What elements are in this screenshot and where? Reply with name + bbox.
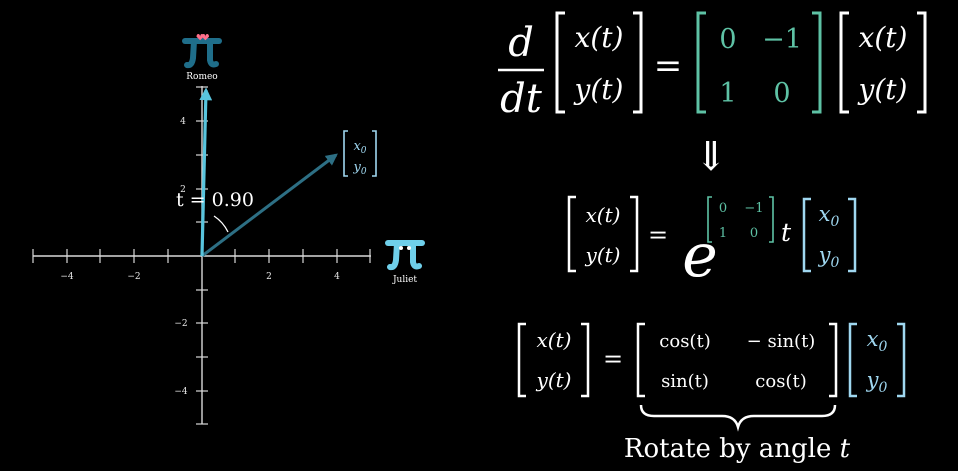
phase-plot: −4 −2 2 4 4 2 −2 −4 t = 0.90 [32,34,425,425]
romeo-label: Romeo [186,72,217,82]
ode-d: d [508,20,534,66]
initial-vector-x0: x0 [353,139,366,156]
ode-rhs-x: x(t) [859,21,908,54]
rot-y0: y0 [866,368,888,396]
y-tick-label: −4 [174,387,188,397]
ode-rhs-y: y(t) [857,73,908,106]
exp-lhs-y: y(t) [585,243,621,267]
ode-dt: dt [500,76,543,122]
x-tick-label: 4 [334,272,340,282]
exp-lhs-x: x(t) [586,203,621,227]
y-tick-label: −2 [174,319,187,329]
initial-vector-label: x0 y0 [343,130,377,177]
pi-creature-juliet-icon [385,240,425,271]
implies-arrow: ⇓ [694,134,728,180]
rot-matrix-01: − sin(t) [747,331,816,352]
x-tick-label: −2 [127,272,140,282]
ode-matrix-10: 1 [719,78,736,109]
exp-y0: y0 [818,243,840,271]
y-tick-label: 2 [180,185,186,195]
rot-matrix-10: sin(t) [661,371,709,392]
rot-lhs-x: x(t) [537,328,572,352]
ode-equation: d dt x(t) y(t) = 0 −1 1 0 x(t) y(t) [498,11,927,122]
under-brace [639,404,837,432]
juliet-label: Juliet [392,275,417,285]
exp-matrix-10: 1 [719,226,727,241]
ode-matrix-00: 0 [719,24,736,55]
brace-label: Rotate by angle t [624,434,851,464]
y-tick-label: 4 [180,117,186,127]
exp-base-e: e [682,221,718,291]
state-vector-arrow [199,87,213,257]
exp-matrix-01: −1 [744,201,763,216]
ode-equals: = [654,46,683,86]
equations: d dt x(t) y(t) = 0 −1 1 0 x(t) y(t) ⇓ x(… [498,11,927,464]
exp-matrix-11: 0 [750,226,758,241]
initial-vector-arrow [201,153,338,258]
rot-lhs-y: y(t) [536,368,572,392]
ode-matrix-11: 0 [773,78,790,109]
rotation-equation: x(t) y(t) = cos(t) − sin(t) sin(t) cos(t… [517,322,906,398]
x-tick-label: −4 [60,272,74,282]
ode-matrix-01: −1 [762,24,802,55]
pi-creature-romeo-icon [182,34,222,69]
exp-equals: = [648,221,668,249]
exp-t: t [781,218,792,247]
x-axis-ticks [32,249,371,263]
x-tick-label: 2 [266,272,272,282]
rot-matrix-00: cos(t) [659,331,710,352]
exp-x0: x0 [819,202,840,230]
rot-equals: = [603,345,623,373]
angle-arc [213,215,229,233]
rot-x0: x0 [867,327,888,355]
rot-matrix-11: cos(t) [755,371,806,392]
ode-lhs-x: x(t) [575,21,624,54]
time-label: t = 0.90 [176,189,254,211]
initial-vector-y0: y0 [352,160,366,177]
exponential-equation: x(t) y(t) = e 0 −1 1 0 t x0 y0 [567,195,857,291]
exp-matrix-00: 0 [719,201,727,216]
ode-lhs-y: y(t) [573,73,624,106]
